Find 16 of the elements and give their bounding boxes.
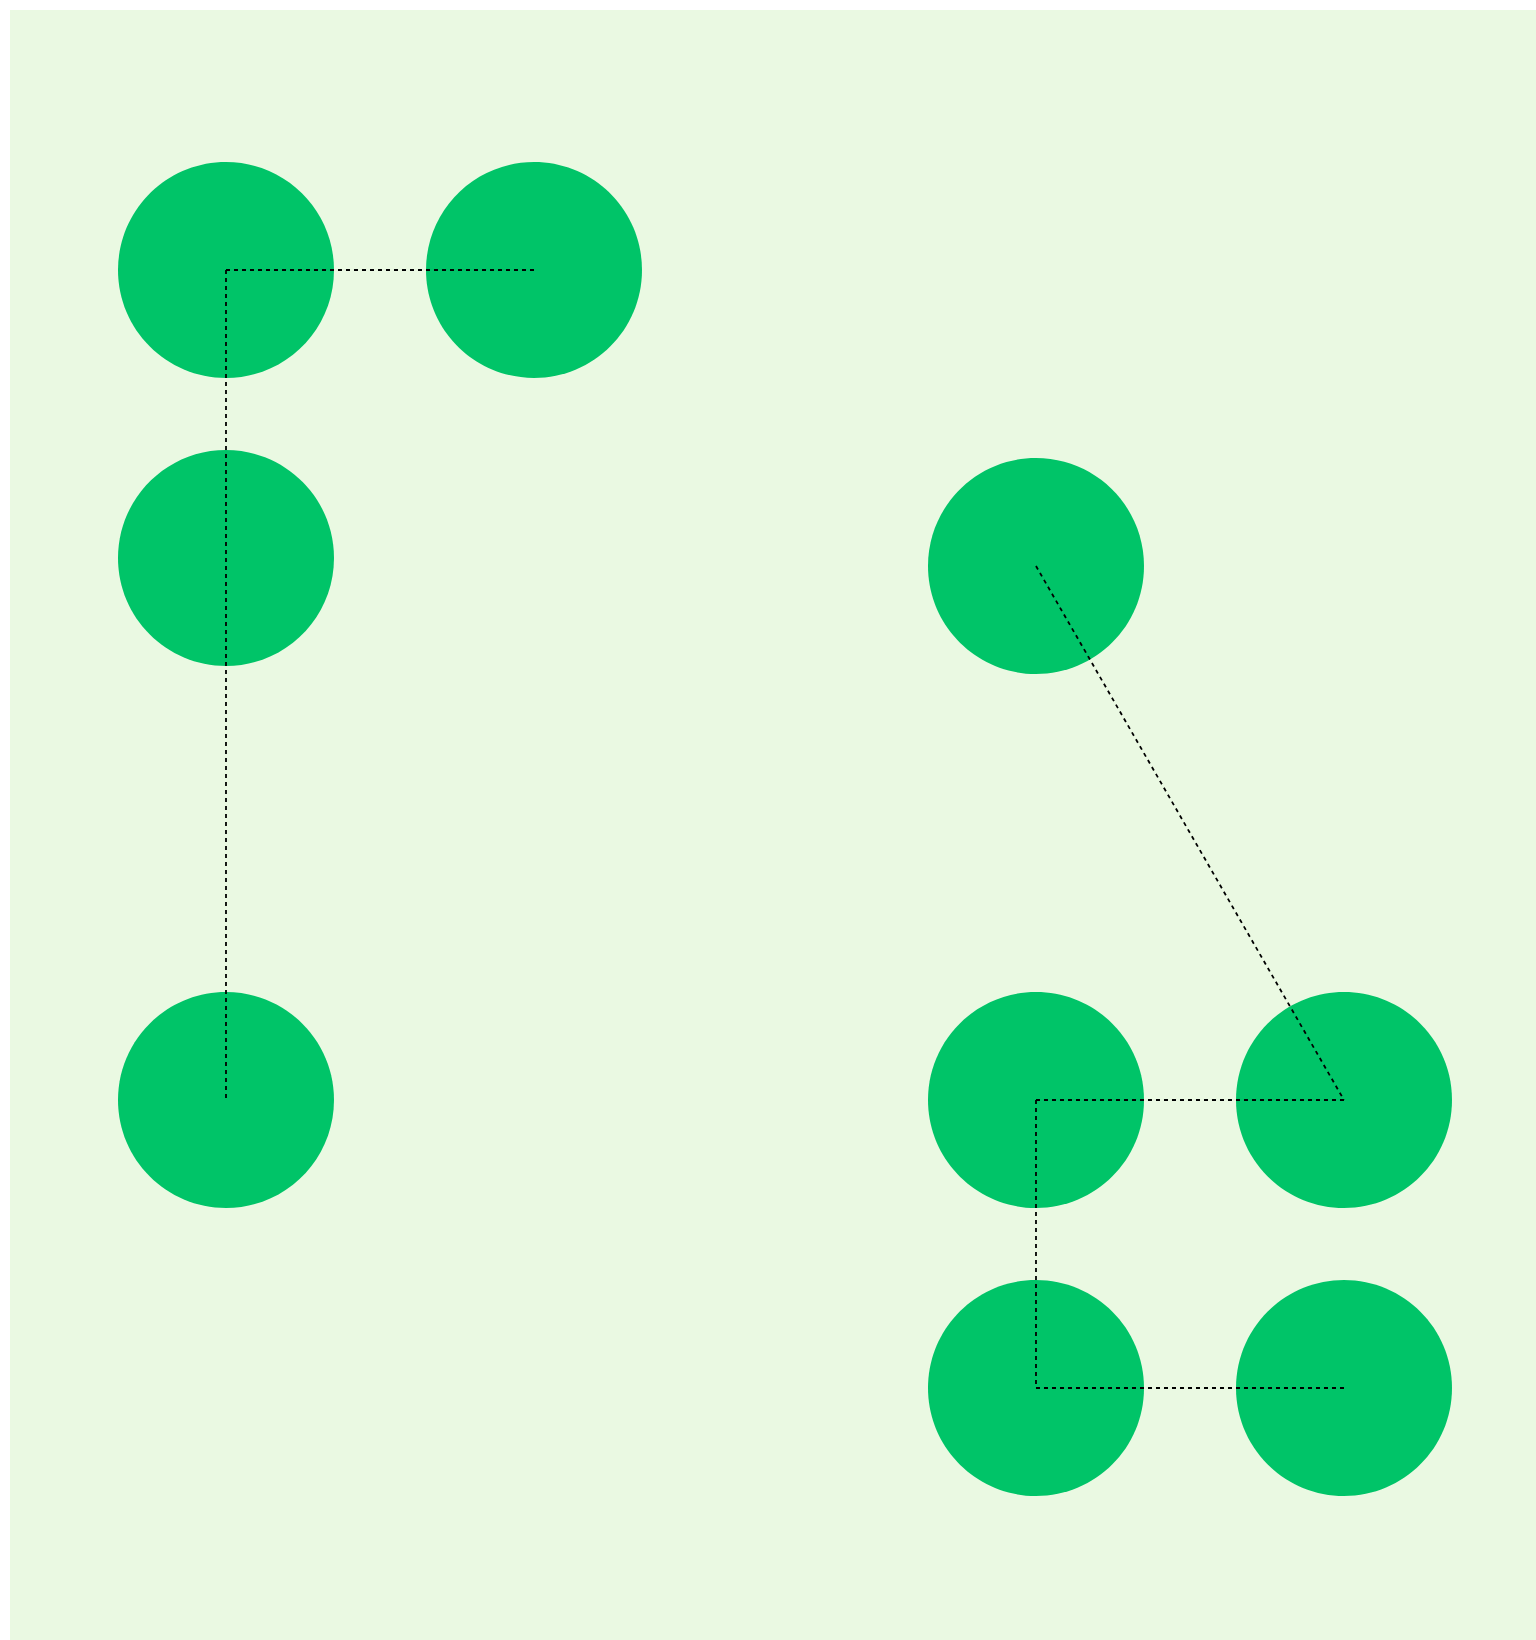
circle [928, 458, 1144, 674]
circle [118, 162, 334, 378]
connector-line [1035, 1099, 1037, 1389]
connector-line [225, 269, 535, 271]
circle [1236, 992, 1452, 1208]
circle [118, 450, 334, 666]
connector-line [1035, 565, 1345, 1101]
circle [928, 1280, 1144, 1496]
connector-line [1035, 1387, 1345, 1389]
connector-line [1035, 1099, 1345, 1101]
circle [1236, 1280, 1452, 1496]
circle [426, 162, 642, 378]
connector-line [225, 269, 227, 559]
connector-line [225, 557, 227, 1101]
circle [928, 992, 1144, 1208]
circle [118, 992, 334, 1208]
